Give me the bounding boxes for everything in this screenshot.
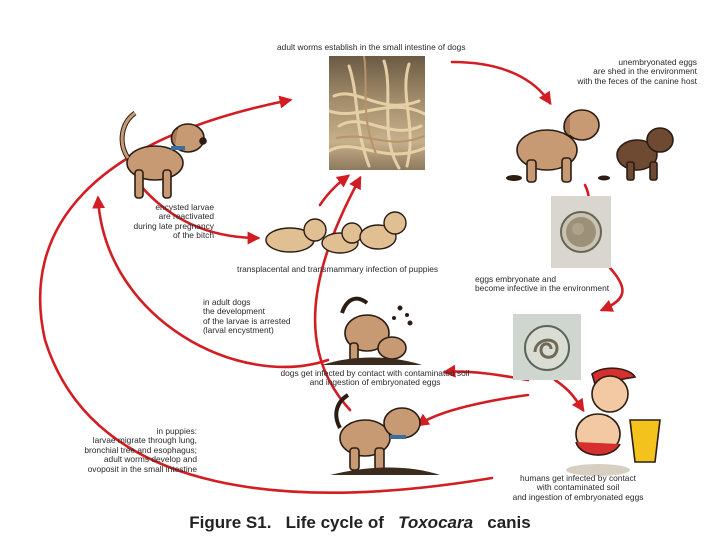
label-eggs-embryonate: eggs embryonate and become infective in … xyxy=(475,274,610,294)
arrow-egg-to-embryonated xyxy=(599,266,624,312)
caption-middle: Life cycle of xyxy=(285,513,384,532)
caption-prefix: Figure S1. xyxy=(189,513,272,532)
arrow-worms-to-feces xyxy=(450,60,552,106)
standing-dog-figure xyxy=(119,110,207,199)
label-humans-infected: humans get infected by contact with cont… xyxy=(512,473,644,502)
defecating-dogs-figure xyxy=(506,109,674,183)
egg-photo xyxy=(551,196,611,268)
worms-photo xyxy=(329,56,425,170)
arrow-dog-to-puppies xyxy=(138,183,261,245)
child-figure xyxy=(566,367,661,476)
arrow-embryonated-to-human xyxy=(553,378,585,413)
caption-genus: Toxocara xyxy=(398,513,474,532)
label-unembryonated-eggs: unembryonated eggs are shed in the envir… xyxy=(577,57,697,86)
label-puppies-migrate: in puppies: larvae migrate through lung,… xyxy=(84,426,197,474)
embryonated-egg-photo xyxy=(513,314,581,380)
embryonated-egg-illustration xyxy=(524,325,570,371)
egg-illustration xyxy=(560,211,602,253)
label-adult-worms: adult worms establish in the small intes… xyxy=(277,42,466,52)
puppies-figure xyxy=(265,211,407,254)
arrow-puppies-to-worms xyxy=(318,174,351,207)
arrow-puppy-to-worms xyxy=(313,175,362,412)
puppy-figure xyxy=(330,393,440,475)
arrow-to-puppy-dig xyxy=(415,393,530,427)
label-encysted-reactivated: encysted larvae are reactivated during l… xyxy=(133,202,214,241)
label-arrested-larvae: in adult dogs the development of the lar… xyxy=(203,297,291,336)
worms-illustration xyxy=(329,56,425,170)
figure-caption: Figure S1. Life cycle of Toxocara canis xyxy=(0,513,720,533)
label-dogs-infected: dogs get infected by contact with contam… xyxy=(280,368,470,388)
label-transplacental: transplacental and transmammary infectio… xyxy=(237,264,439,274)
arrow-adult-to-dog xyxy=(92,195,330,369)
caption-species: canis xyxy=(487,513,531,532)
digging-dog-figure xyxy=(322,296,422,365)
